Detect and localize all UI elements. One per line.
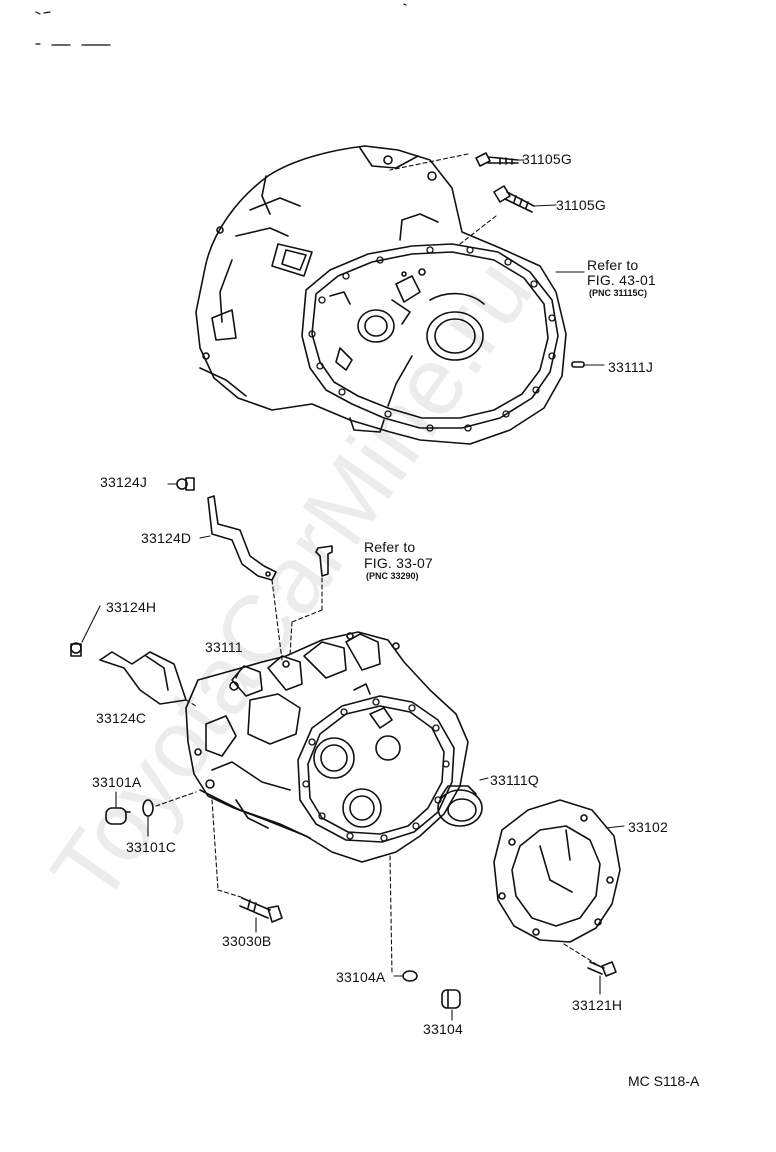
bolt-33030B: [240, 898, 282, 922]
bracket-33124D: [208, 496, 276, 580]
leaders-upper: [390, 154, 604, 365]
label-33111Q: 33111Q: [490, 772, 539, 788]
label-refer-to-lower: Refer to: [364, 539, 416, 555]
bolt-33121H: [588, 962, 616, 976]
plug-33104: [442, 990, 460, 1008]
pin-33111J: [572, 362, 584, 367]
label-33104: 33104: [423, 1021, 463, 1037]
label-33111: 33111: [205, 639, 243, 655]
sensor-plug-ref: [316, 546, 332, 576]
plug-33101A: [106, 808, 130, 824]
label-fig-43-01: FIG. 43-01: [587, 272, 656, 288]
label-33101A: 33101A: [92, 774, 142, 790]
leaders-lower: [82, 536, 624, 1020]
label-33104A: 33104A: [336, 969, 386, 985]
label-31105G-lower: 31105G: [556, 197, 606, 213]
gasket-33101C: [143, 800, 153, 816]
bolt-31105G-upper: [476, 153, 518, 166]
label-31105G-upper: 31105G: [522, 151, 572, 167]
label-33111J: 33111J: [608, 359, 654, 375]
label-33124D: 33124D: [141, 530, 192, 546]
label-33124J: 33124J: [100, 474, 148, 490]
label-33124C: 33124C: [96, 710, 147, 726]
label-refer-to-upper: Refer to: [587, 257, 639, 273]
bolt-33124J: [168, 478, 194, 490]
bracket-33124C: [100, 652, 186, 704]
figure-code: MC S118-A: [628, 1073, 700, 1089]
clutch-housing-drawing: [196, 146, 566, 444]
label-pnc-33290: (PNC 33290): [366, 571, 419, 581]
label-33030B: 33030B: [222, 933, 272, 949]
label-pnc-31115C: (PNC 31115C): [589, 288, 648, 298]
label-33121H: 33121H: [572, 997, 623, 1013]
bolt-33124H: [71, 643, 81, 656]
label-33124H: 33124H: [106, 599, 157, 615]
case-cover-33102: [494, 800, 620, 942]
washer-33104A: [403, 971, 417, 981]
scan-marks: [36, 4, 406, 45]
label-33102: 33102: [628, 819, 668, 835]
label-fig-33-07: FIG. 33-07: [364, 555, 433, 571]
bolt-31105G-lower: [494, 186, 534, 212]
oil-seal-33111Q: [438, 786, 482, 826]
label-33101C: 33101C: [126, 839, 177, 855]
transaxle-case-drawing: [186, 632, 468, 862]
